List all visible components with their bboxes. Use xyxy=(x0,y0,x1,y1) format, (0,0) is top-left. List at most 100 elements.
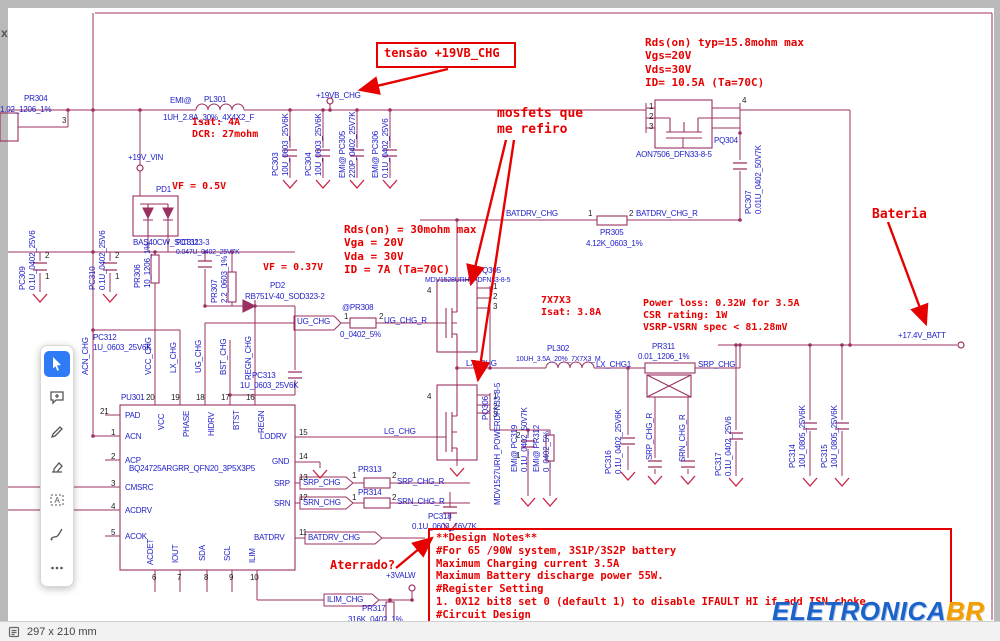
schematic-text: 10_1206_1% xyxy=(143,242,152,288)
schematic-text: ACDRV xyxy=(125,506,152,515)
pin-number: 3 xyxy=(62,116,67,125)
schematic-text: 0.1U_0402_25V6 xyxy=(381,118,390,178)
schematic-text: UG_CHG xyxy=(194,339,203,373)
text-box-tool-button[interactable]: A xyxy=(44,487,70,513)
status-bar: 297 x 210 mm xyxy=(0,621,1000,641)
pen-icon xyxy=(50,426,63,439)
annotation-aterrado-callout: Aterrado? xyxy=(330,558,396,572)
schematic-text: PL301 xyxy=(204,95,227,104)
schematic-text: ACN_CHG xyxy=(81,337,90,375)
pin-number: 4 xyxy=(427,392,432,401)
schematic-text: PC307 xyxy=(744,190,753,214)
schematic-text: 0_0402_5% xyxy=(340,330,381,339)
schematic-text: 0.1U_0402_50V7K xyxy=(520,407,529,472)
ink-icon xyxy=(50,528,63,541)
schematic-text: HIDRV xyxy=(207,412,216,436)
schematic-text: PC316 xyxy=(604,450,613,474)
pin-number: 19 xyxy=(171,393,180,402)
schematic-text: PQ306 xyxy=(481,396,490,420)
pin-number: 9 xyxy=(229,573,234,582)
schematic-text: PC313 xyxy=(252,371,276,380)
pin-number: 1 xyxy=(493,392,498,401)
pin-number: 3 xyxy=(649,122,654,131)
schematic-text: IOUT xyxy=(171,544,180,563)
pin-number: 21 xyxy=(100,407,109,416)
svg-text:A: A xyxy=(55,496,61,505)
schematic-text: 0.047U_0402_25V7K xyxy=(176,249,240,256)
schematic-text: 1UH_2.8A_30%_4X4X2_F xyxy=(163,113,255,122)
schematic-text: SRP_CHG_R xyxy=(645,412,654,460)
pin-number: 10 xyxy=(250,573,259,582)
select-tool-button[interactable] xyxy=(44,351,70,377)
annotation-tensao-callout: tensão +19VB_CHG xyxy=(376,42,516,68)
schematic-text: 1U_0603_25V6K xyxy=(240,381,299,390)
pin-number: 18 xyxy=(196,393,205,402)
pin-number: 1 xyxy=(45,272,50,281)
schematic-text: GND xyxy=(272,457,290,466)
more-tool-button[interactable] xyxy=(44,555,70,581)
schematic-text: BATDRV_CHG xyxy=(308,533,360,542)
schematic-text: ILIM_CHG xyxy=(327,595,364,604)
annotation-bateria-callout: Bateria xyxy=(872,207,927,222)
schematic-text: MDV1527URH_POWERDFN33-8-5 xyxy=(493,382,502,505)
schematic-text: 0_0402_5% xyxy=(542,431,551,472)
schematic-text: PC314 xyxy=(788,444,797,468)
schematic-text: SRP_CHG xyxy=(303,478,341,487)
schematic-text: 10U_0805_25V6K xyxy=(830,405,839,468)
page-size-label: 297 x 210 mm xyxy=(27,625,97,638)
ink-tool-button[interactable] xyxy=(44,521,70,547)
schematic-text: PC317 xyxy=(714,452,723,476)
schematic-text: LX_CHG xyxy=(466,359,497,368)
annotation-vf-pd1-note: VF = 0.5V xyxy=(172,181,227,192)
comment-tool-button[interactable] xyxy=(44,385,70,411)
schematic-text: SRN xyxy=(274,499,291,508)
page-view-icon[interactable] xyxy=(8,626,20,638)
schematic-text: BQ24725ARGRR_QFN20_3P5X3P5 xyxy=(129,464,255,473)
schematic-text: +19VB_CHG xyxy=(316,91,361,100)
pin-number: 1 xyxy=(649,102,654,111)
close-icon[interactable]: x xyxy=(1,26,8,40)
schematic-text: CMSRC xyxy=(125,483,154,492)
pen-tool-button[interactable] xyxy=(44,419,70,445)
schematic-text: ACP xyxy=(125,456,141,465)
pin-number: 11 xyxy=(299,528,307,537)
pin-number: 15 xyxy=(299,428,308,437)
schematic-text: BAS40CW_SOT323-3 xyxy=(133,238,210,247)
schematic-text: SRP xyxy=(274,479,290,488)
pin-number: 1 xyxy=(352,493,357,502)
schematic-text: SRN_CHG_R xyxy=(397,497,445,506)
pin-number: 17 xyxy=(221,393,230,402)
schematic-text: EMI@ PC306 xyxy=(371,130,380,178)
schematic-text: BATDRV_CHG xyxy=(506,209,558,218)
pin-number: 4 xyxy=(427,286,432,295)
schematic-text: RB751V-40_SOD323-2 xyxy=(245,292,325,301)
schematic-text: 1U_0603_25V6K xyxy=(93,343,152,352)
schematic-text: @PR308 xyxy=(342,303,374,312)
schematic-text: SCL xyxy=(223,546,232,561)
pin-number: 4 xyxy=(742,96,747,105)
schematic-text: EMI@ PC319 xyxy=(510,424,519,472)
schematic-text: LX_CHG1 xyxy=(596,360,632,369)
schematic-text: VCC_CHG xyxy=(144,337,153,375)
schematic-text: 10U_0603_25V6K xyxy=(281,113,290,176)
pin-number: 14 xyxy=(299,452,308,461)
schematic-text: PR304 xyxy=(24,94,48,103)
schematic-text: SRP_CHG xyxy=(698,360,736,369)
schematic-text: 0.1U_0402_25V6 xyxy=(724,416,733,476)
pin-number: 2 xyxy=(379,312,384,321)
schematic-text: SRP_CHG_R xyxy=(397,477,445,486)
schematic-text: +3VALW xyxy=(386,571,416,580)
schematic-text: PC303 xyxy=(271,152,280,176)
pin-number: 1 xyxy=(111,428,116,437)
schematic-text: PU301 xyxy=(121,393,145,402)
schematic-text: BATDRV_CHG_R xyxy=(636,209,698,218)
pin-number: 2 xyxy=(493,292,498,301)
schematic-text: PR305 xyxy=(600,228,624,237)
eraser-tool-button[interactable] xyxy=(44,453,70,479)
eraser-icon xyxy=(52,462,63,473)
pin-number: 2 xyxy=(516,431,521,440)
pin-number: 1 xyxy=(516,451,521,460)
